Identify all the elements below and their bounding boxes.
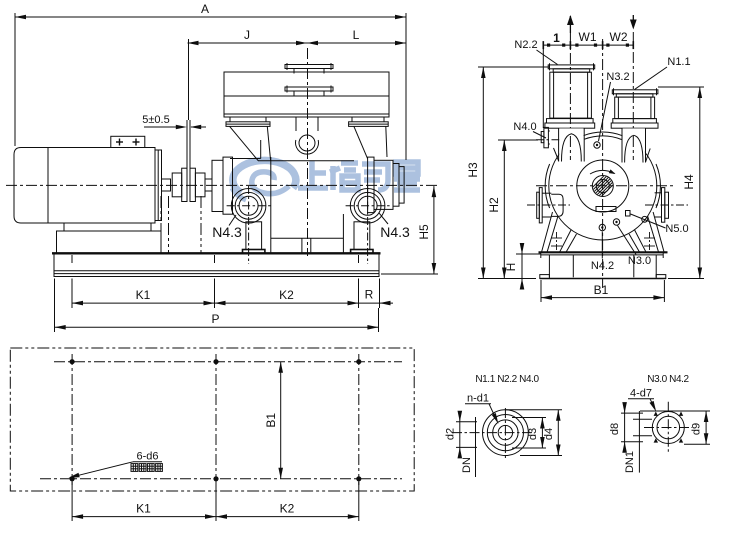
svg-text:d2: d2 <box>445 428 457 440</box>
svg-text:B1: B1 <box>594 283 609 297</box>
svg-text:6-d6: 6-d6 <box>136 451 158 463</box>
svg-text:d4: d4 <box>543 428 555 440</box>
svg-text:H2: H2 <box>487 197 501 213</box>
svg-text:H: H <box>504 263 518 272</box>
svg-text:N3.0: N3.0 <box>628 255 651 267</box>
svg-text:K2: K2 <box>279 288 294 302</box>
svg-text:4-d7: 4-d7 <box>630 388 652 400</box>
svg-text:N4.3: N4.3 <box>212 224 242 240</box>
svg-text:1: 1 <box>553 31 560 45</box>
svg-text:W1: W1 <box>579 30 597 44</box>
svg-text:N5.0: N5.0 <box>665 223 688 235</box>
svg-text:W2: W2 <box>610 30 628 44</box>
svg-text:H5: H5 <box>417 224 431 240</box>
svg-text:J: J <box>244 28 250 42</box>
svg-text:N1.1 N2.2 N4.0: N1.1 N2.2 N4.0 <box>475 374 539 385</box>
svg-text:N4.3: N4.3 <box>380 224 410 240</box>
svg-text:DN: DN <box>461 457 473 473</box>
svg-text:DN1: DN1 <box>624 451 636 473</box>
svg-text:d3: d3 <box>527 428 539 440</box>
svg-text:d8: d8 <box>609 423 621 435</box>
svg-text:N1.1: N1.1 <box>667 56 690 68</box>
svg-text:N3.0 N4.2: N3.0 N4.2 <box>647 374 689 385</box>
svg-text:N2.2: N2.2 <box>514 39 537 51</box>
svg-text:A: A <box>201 2 209 16</box>
svg-text:L: L <box>353 28 360 42</box>
svg-text:5±0.5: 5±0.5 <box>142 114 169 126</box>
svg-text:K1: K1 <box>136 288 151 302</box>
svg-text:H3: H3 <box>466 162 480 178</box>
svg-text:N3.2: N3.2 <box>606 71 629 83</box>
svg-text:R: R <box>365 288 374 302</box>
svg-text:B1: B1 <box>264 413 278 428</box>
svg-text:n-d1: n-d1 <box>467 393 489 405</box>
svg-text:K2: K2 <box>280 502 295 516</box>
svg-text:N4.0: N4.0 <box>513 121 536 133</box>
svg-text:H4: H4 <box>682 174 696 190</box>
svg-text:P: P <box>211 312 219 326</box>
svg-text:K1: K1 <box>136 502 151 516</box>
svg-text:d9: d9 <box>691 423 703 435</box>
svg-text:N4.2: N4.2 <box>591 260 614 272</box>
